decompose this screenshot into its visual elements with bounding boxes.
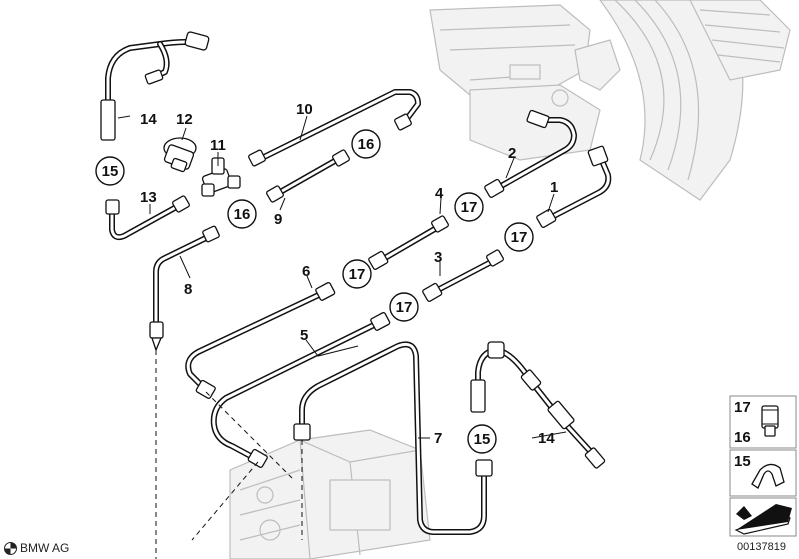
t-piece-11 xyxy=(201,157,241,197)
circled-17-c: 17 xyxy=(349,266,366,283)
callout-9: 9 xyxy=(274,211,282,228)
callout-10: 10 xyxy=(296,101,313,118)
legend-16: 16 xyxy=(734,429,751,446)
callout-12: 12 xyxy=(176,111,193,128)
pressure-switch-12 xyxy=(163,137,197,173)
callout-6: 6 xyxy=(302,263,310,280)
bmw-ag-logo: BMW AG xyxy=(4,540,69,556)
circled-17-d: 17 xyxy=(396,299,413,316)
callout-4: 4 xyxy=(435,185,444,202)
callout-7: 7 xyxy=(434,430,442,447)
callout-3: 3 xyxy=(434,249,442,266)
callout-5: 5 xyxy=(300,327,308,344)
master-cylinder-ghost xyxy=(429,4,621,161)
circled-15-left: 15 xyxy=(102,163,119,180)
circled-16-left: 16 xyxy=(234,206,251,223)
callout-11: 11 xyxy=(210,137,226,154)
callout-13: 13 xyxy=(140,189,157,206)
abs-unit-ghost xyxy=(229,429,431,559)
callout-14-top: 14 xyxy=(140,111,157,128)
callout-labels: 14 12 11 10 13 9 8 2 1 4 3 6 5 7 14 xyxy=(140,101,558,447)
circled-15-bottom: 15 xyxy=(474,431,491,448)
reference-dashed-lines xyxy=(155,350,303,559)
circled-17-a: 17 xyxy=(461,199,478,216)
circled-17-b: 17 xyxy=(511,229,528,246)
parts-legend: 17 16 15 xyxy=(729,395,797,537)
document-number: 00137819 xyxy=(737,541,786,553)
circled-callouts: 15 16 16 17 17 17 17 15 xyxy=(95,129,534,454)
callout-14-bottom: 14 xyxy=(538,430,555,447)
legend-arrow-icon xyxy=(734,504,792,535)
leader-lines xyxy=(117,115,567,439)
legend-15: 15 xyxy=(734,453,751,470)
callout-8: 8 xyxy=(184,281,192,298)
legend-clip-icon xyxy=(751,463,785,489)
legend-union-nut-icon xyxy=(761,405,779,437)
brake-booster-ghost xyxy=(599,0,791,201)
bmw-roundel-icon xyxy=(4,541,17,555)
callout-1: 1 xyxy=(550,179,558,196)
brand-text: BMW AG xyxy=(20,541,70,555)
callout-2: 2 xyxy=(508,145,516,162)
circled-16-top: 16 xyxy=(358,136,375,153)
legend-17: 17 xyxy=(734,399,751,416)
pipe-fittings xyxy=(100,31,609,477)
